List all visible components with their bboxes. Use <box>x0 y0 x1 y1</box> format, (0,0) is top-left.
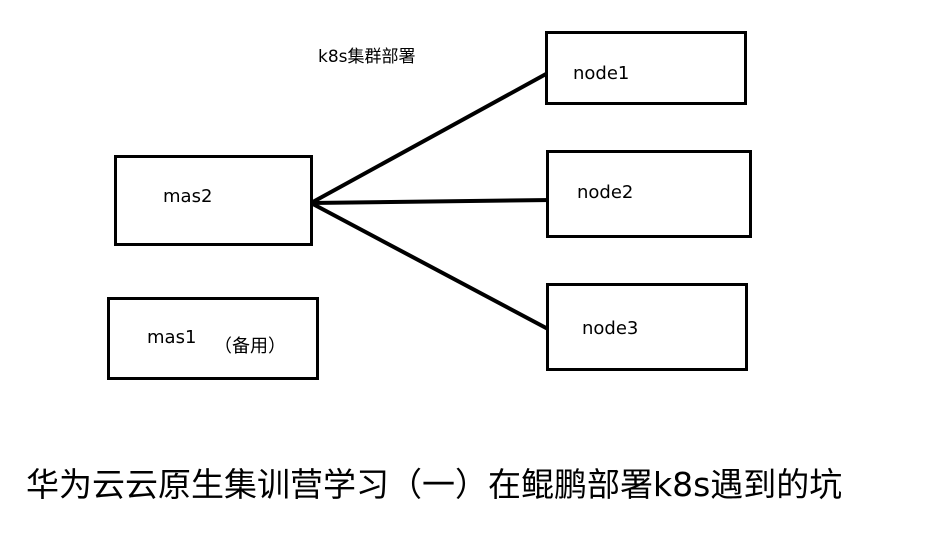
mas1-standby-note: （备用） <box>214 336 286 357</box>
node1-label: node1 <box>573 63 630 84</box>
diagram-title: k8s集群部署 <box>318 47 416 67</box>
mas2-label: mas2 <box>163 186 213 207</box>
caption-text: 华为云云原生集训营学习（一）在鲲鹏部署k8s遇到的坑 <box>26 465 843 504</box>
edge-mas2-node3 <box>309 201 550 331</box>
node2-box <box>546 150 752 238</box>
node2-label: node2 <box>577 182 634 203</box>
node3-label: node3 <box>582 318 639 339</box>
edge-mas2-node2 <box>309 198 554 205</box>
mas1-label: mas1 <box>147 327 197 348</box>
mas1-box <box>107 297 319 380</box>
mas2-box <box>114 155 313 246</box>
node1-box <box>545 31 747 105</box>
edge-mas2-node1 <box>309 72 548 205</box>
node3-box <box>546 283 748 371</box>
